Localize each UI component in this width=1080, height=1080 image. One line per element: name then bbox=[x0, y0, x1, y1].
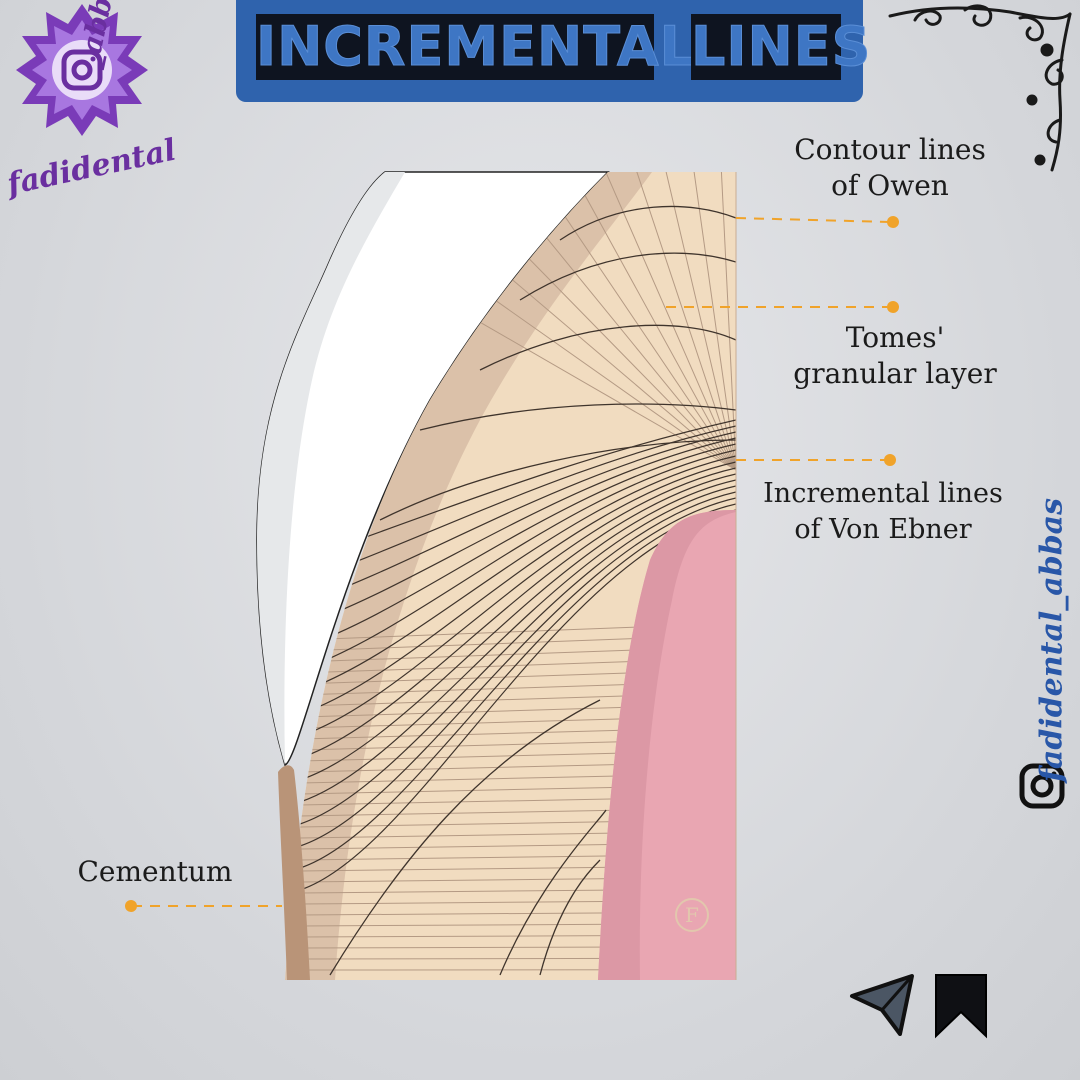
ornament-icon bbox=[888, 4, 1072, 172]
pulp-edge bbox=[598, 510, 736, 980]
tomes-granular-layer bbox=[285, 172, 652, 980]
label-tomes-line-2: granular layer bbox=[793, 357, 997, 390]
title-word-2: LINES bbox=[691, 14, 872, 80]
enamel-shadow bbox=[257, 172, 405, 765]
send-icon bbox=[850, 974, 914, 1036]
leader-lines bbox=[132, 217, 891, 907]
leader-dots bbox=[125, 216, 899, 912]
dentinal-tubules bbox=[285, 172, 736, 971]
title-word-1: INCREMENTAL bbox=[256, 14, 696, 80]
title-banner: INCREMENTAL LINES bbox=[236, 0, 872, 102]
label-contour-line-1: Contour lines bbox=[794, 133, 986, 166]
owen-contour-lines bbox=[329, 205, 736, 976]
label-ebner-line-2: of Von Ebner bbox=[794, 514, 972, 545]
label-ebner-line-1: Incremental lines bbox=[763, 478, 1003, 509]
label-contour-lines: Contour lines of Owen bbox=[770, 132, 1010, 204]
watermark-f: F bbox=[685, 903, 699, 927]
cementum bbox=[278, 765, 310, 980]
label-cementum: Cementum bbox=[77, 855, 233, 888]
von-ebner-lines bbox=[299, 419, 736, 891]
instagram-icon bbox=[1019, 763, 1065, 809]
instagram-badge bbox=[16, 4, 148, 136]
watermark-circle bbox=[675, 898, 709, 932]
watermark-handle-side: fadidental_abbas bbox=[1034, 497, 1070, 783]
bookmark-icon bbox=[935, 974, 987, 1039]
label-tomes-line-1: Tomes' bbox=[845, 321, 945, 354]
label-von-ebner: Incremental lines of Von Ebner bbox=[752, 476, 1014, 548]
label-tomes-layer: Tomes' granular layer bbox=[775, 320, 1015, 392]
label-contour-line-2: of Owen bbox=[831, 169, 949, 202]
